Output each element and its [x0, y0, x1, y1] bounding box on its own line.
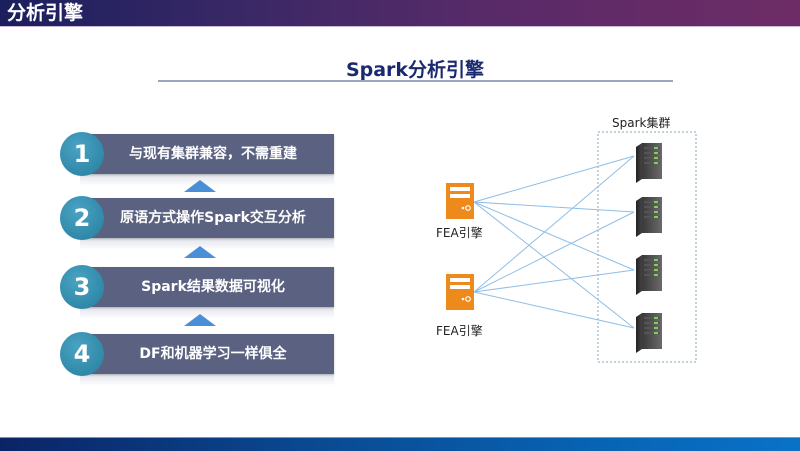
cluster-label: Spark集群 — [612, 116, 671, 130]
connection-line — [473, 155, 635, 293]
cluster-server-icon — [636, 255, 662, 295]
footer-bar — [0, 437, 800, 451]
cluster-server-icon — [636, 313, 662, 353]
step-bar — [80, 267, 334, 307]
up-arrow-icon — [184, 246, 216, 258]
step-label: Spark结果数据可视化 — [141, 279, 285, 295]
header-bar: 分析引擎 — [0, 0, 800, 27]
step-number-badge: 4 — [60, 332, 104, 376]
cluster-server-icon — [636, 197, 662, 237]
up-arrow-icon — [184, 180, 216, 192]
step-number-badge: 1 — [60, 132, 104, 176]
step-label: 与现有集群兼容，不需重建 — [129, 146, 297, 162]
fea-engine-server-icon — [445, 273, 475, 311]
connection-line — [473, 155, 635, 203]
connection-line — [473, 201, 635, 329]
step-label: DF和机器学习一样俱全 — [139, 346, 287, 362]
connection-line — [473, 269, 635, 293]
connection-line — [473, 211, 635, 293]
header-title: 分析引擎 — [7, 2, 84, 24]
connection-lines — [473, 155, 635, 329]
step-2: 原语方式操作Spark交互分析 2 — [60, 196, 334, 252]
step-bar — [80, 198, 334, 238]
step-number-badge: 3 — [60, 265, 104, 309]
step-4: DF和机器学习一样俱全 4 — [60, 332, 334, 388]
engine-label: FEA引擎 — [436, 226, 483, 240]
step-bar — [80, 334, 334, 374]
step-label: 原语方式操作Spark交互分析 — [120, 210, 306, 226]
step-3: Spark结果数据可视化 3 — [60, 265, 334, 321]
cluster-server-icon — [636, 143, 662, 183]
cluster-boundary — [597, 131, 697, 363]
step-bar — [80, 134, 334, 174]
connection-line — [473, 201, 635, 213]
step-number-badge: 2 — [60, 196, 104, 240]
slide-heading: Spark分析引擎 — [345, 59, 485, 81]
fea-engine-server-icon — [445, 182, 475, 220]
engine-label: FEA引擎 — [436, 324, 483, 338]
heading-divider — [158, 80, 673, 82]
connection-line — [473, 201, 635, 271]
step-1: 与现有集群兼容，不需重建 1 — [60, 132, 334, 188]
up-arrow-icon — [184, 314, 216, 326]
connection-line — [473, 291, 635, 329]
